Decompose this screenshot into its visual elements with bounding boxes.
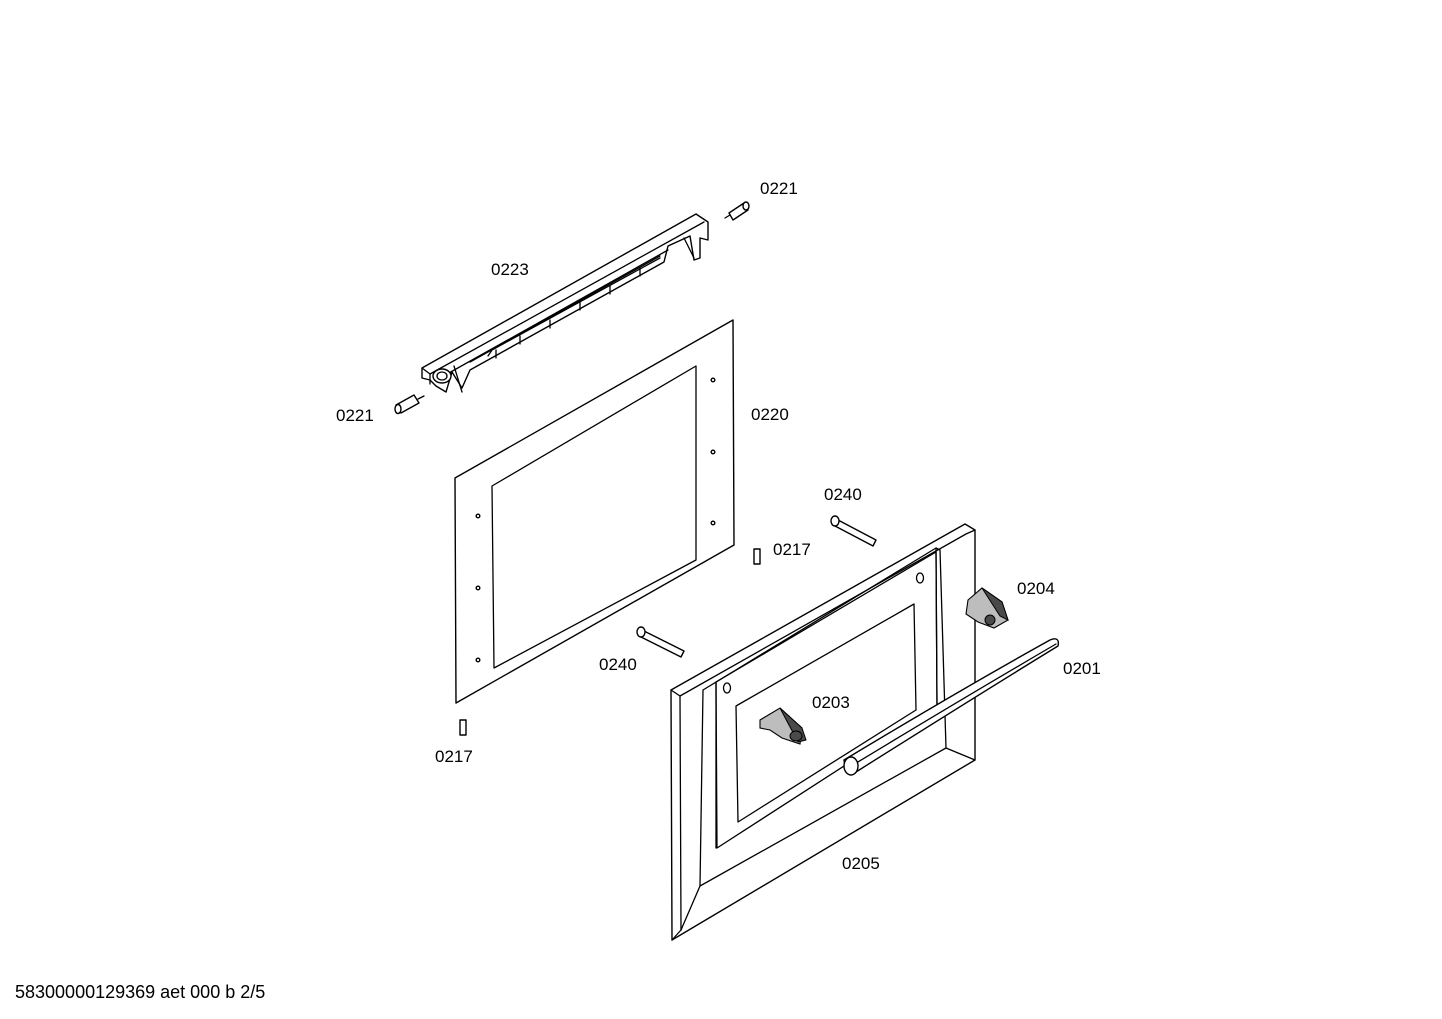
part-0203-handle-support	[759, 707, 807, 745]
label-0203: 0203	[812, 693, 850, 712]
part-0221-pin-top	[724, 201, 750, 221]
part-0221-pin-left	[394, 394, 425, 415]
part-0240-screw-left	[636, 626, 685, 658]
label-0223: 0223	[491, 260, 529, 279]
part-0201-handle-bar	[843, 638, 1060, 776]
label-0240-left: 0240	[599, 655, 637, 674]
part-0223-rail	[421, 213, 709, 393]
label-0217-bottom: 0217	[435, 747, 473, 766]
part-0217-clip-bottom	[459, 719, 467, 736]
part-0240-screw-right	[830, 515, 877, 547]
part-0205-outer-door	[670, 523, 976, 941]
part-0220-inner-frame	[454, 319, 735, 704]
label-0240-right: 0240	[824, 485, 862, 504]
label-0217-right: 0217	[773, 540, 811, 559]
part-0204-handle-support	[965, 587, 1009, 629]
label-0221-top: 0221	[760, 179, 798, 198]
label-0201: 0201	[1063, 659, 1101, 678]
label-0221-left: 0221	[336, 406, 374, 425]
document-footer-id: 58300000129369 aet 000 b 2/5	[15, 982, 266, 1002]
part-0217-clip-right	[753, 548, 761, 565]
label-0205: 0205	[842, 854, 880, 873]
label-0220: 0220	[751, 405, 789, 424]
label-0204: 0204	[1017, 579, 1055, 598]
